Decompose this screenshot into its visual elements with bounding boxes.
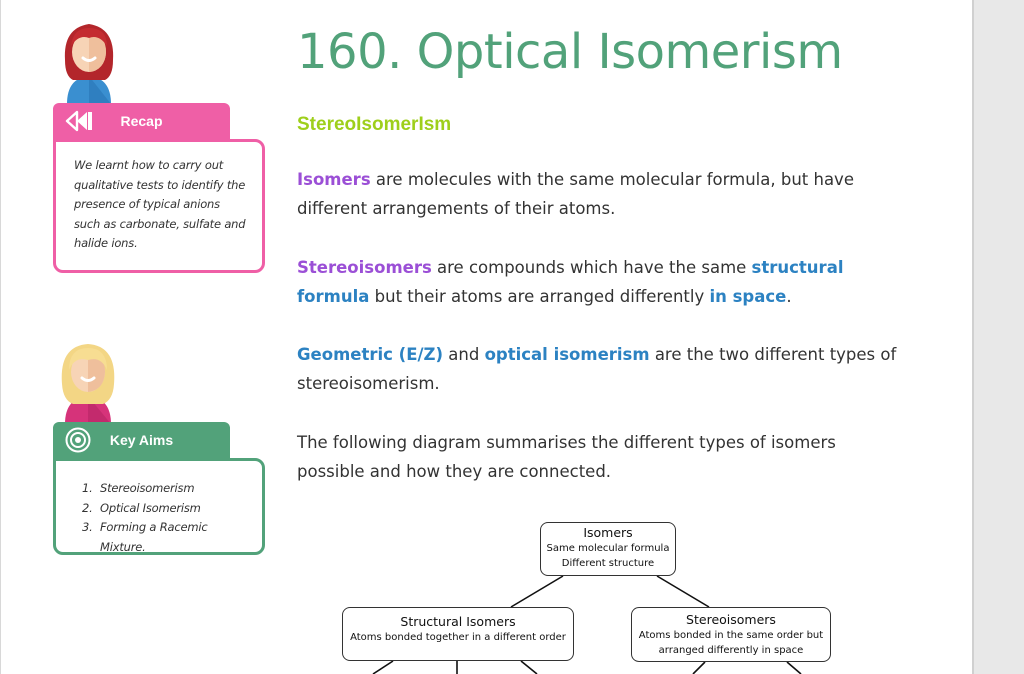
recap-box: We learnt how to carry out qualitative t… — [53, 139, 265, 273]
term-geometric: Geometric (E/Z) — [297, 345, 444, 364]
paragraph-text: are compounds which have the same — [431, 258, 752, 277]
avatar-blonde-hair-icon — [61, 344, 115, 424]
paragraph-text: but their atoms are arranged differently — [369, 287, 710, 306]
paragraph-types: Geometric (E/Z) and optical isomerism ar… — [297, 340, 897, 398]
node-isomers: Isomers Same molecular formula Different… — [540, 522, 676, 576]
node-line: Atoms bonded together in a different ord… — [350, 632, 566, 643]
term-in-space: in space — [709, 287, 787, 306]
key-aims-tab: Key Aims — [53, 422, 230, 458]
term-structural-formula: structural formula — [297, 258, 844, 306]
term-isomers: Isomers — [297, 170, 371, 189]
section-heading: StereoIsomerIsm — [297, 114, 452, 135]
node-line: arranged differently in space — [658, 645, 804, 656]
diagram-connectors — [372, 575, 802, 674]
key-aim-item: Stereoisomerism — [96, 479, 246, 499]
recap-label: Recap — [120, 113, 163, 129]
term-optical-isomerism: optical isomerism — [484, 345, 650, 364]
paragraph-diagram-intro: The following diagram summarises the dif… — [297, 433, 836, 481]
avatar-red-hair — [59, 20, 119, 104]
node-structural-isomers: Structural Isomers Atoms bonded together… — [342, 607, 574, 661]
node-title: Structural Isomers — [400, 614, 516, 629]
term-stereoisomers: Stereoisomers — [297, 258, 432, 277]
avatar-blonde-hair — [57, 340, 119, 424]
paragraph-isomers: Isomers are molecules with the same mole… — [297, 165, 897, 223]
paragraph-stereoisomers: Stereoisomers are compounds which have t… — [297, 253, 897, 311]
node-line: Atoms bonded in the same order but — [638, 630, 824, 641]
node-line: Different structure — [561, 558, 655, 569]
paragraph-text: are the two different types of stereoiso… — [297, 345, 897, 393]
page-title: 160. Optical Isomerism — [297, 24, 843, 80]
recap-tab: Recap — [53, 103, 230, 139]
paragraph-text: . — [786, 287, 792, 306]
rewind-icon — [65, 109, 95, 136]
isomer-diagram: Isomers Same molecular formula Different… — [301, 515, 861, 674]
key-aims-list: Stereoisomerism Optical Isomerism Formin… — [74, 479, 246, 557]
node-title: Stereoisomers — [686, 612, 776, 627]
key-aim-item: Optical Isomerism — [96, 499, 246, 519]
target-icon — [65, 427, 91, 456]
node-stereoisomers: Stereoisomers Atoms bonded in the same o… — [631, 607, 831, 662]
key-aims-box: Stereoisomerism Optical Isomerism Formin… — [53, 458, 265, 555]
node-line: Same molecular formula — [546, 543, 670, 554]
page-edge — [972, 0, 974, 674]
key-aim-item: Forming a Racemic Mixture. — [96, 518, 246, 557]
paragraph-text: are molecules with the same molecular fo… — [297, 170, 854, 218]
recap-text: We learnt how to carry out qualitative t… — [74, 158, 246, 250]
key-aims-label: Key Aims — [109, 432, 174, 448]
node-title: Isomers — [583, 525, 633, 540]
paragraph-text: and — [443, 345, 485, 364]
document-page: Recap We learnt how to carry out qualita… — [0, 0, 973, 674]
avatar-red-hair-icon — [64, 24, 114, 104]
